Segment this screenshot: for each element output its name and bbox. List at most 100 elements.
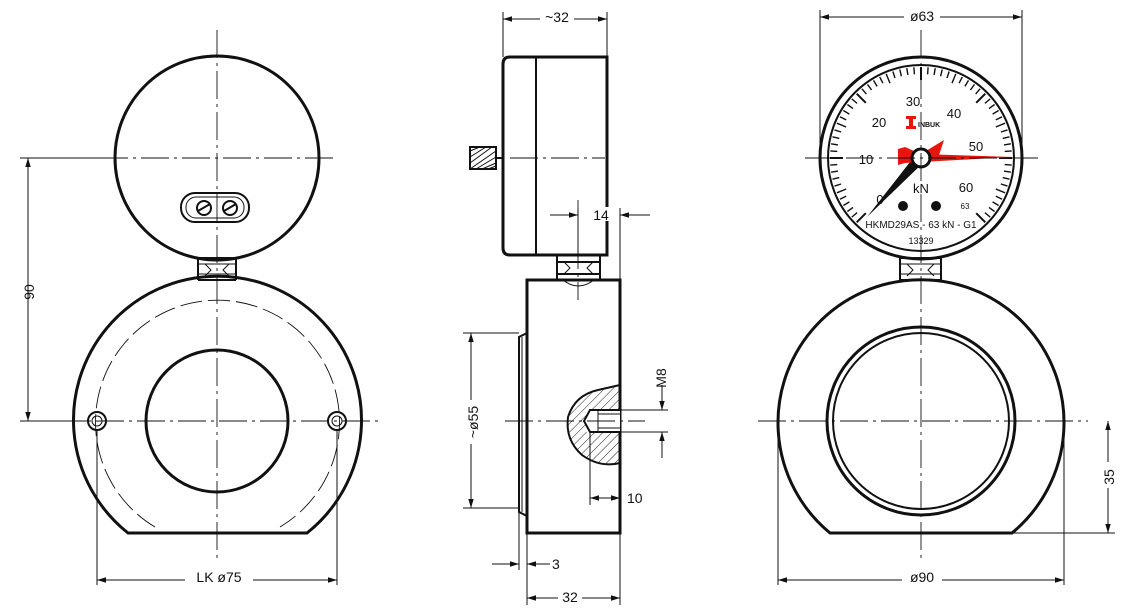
gauge-screw-right [931, 201, 941, 211]
gauge-black-needle [867, 153, 925, 217]
gauge-tick [843, 109, 850, 115]
gauge-tick [975, 212, 987, 224]
gauge-tick [1002, 176, 1010, 180]
gauge-tick [1004, 163, 1012, 166]
gauge-tick [906, 67, 909, 76]
gauge-label-50: 50 [969, 139, 983, 154]
gauge-tick [830, 163, 838, 166]
left-terminal-block [180, 192, 250, 223]
dim-boss-depth-label: 14 [593, 207, 609, 223]
gauge-tick [830, 150, 838, 153]
gauge-tick [951, 73, 957, 84]
gauge-tick [1003, 143, 1012, 146]
gauge-tick [964, 80, 970, 87]
gauge-tick [836, 188, 847, 194]
dim-recess-diameter-label: ~ø55 [465, 406, 481, 439]
gauge-tick [946, 71, 950, 79]
middle-view: ~32 14 ~ø55 M8 [463, 9, 669, 605]
gauge-tick [958, 76, 963, 84]
gauge-screw-left [898, 201, 908, 211]
gauge-tick [843, 201, 850, 207]
dim-center-height-label: 35 [1101, 469, 1117, 485]
dim-gauge-diameter: ø63 [819, 8, 1023, 158]
gauge-tick [839, 195, 847, 200]
gauge-tick [1002, 136, 1010, 140]
dim-bolt-circle: LK ø75 [96, 430, 338, 585]
gauge-tick [851, 212, 858, 218]
gauge-tick [939, 69, 943, 77]
gauge-label-10: 10 [859, 152, 873, 167]
gauge-tick [1000, 129, 1008, 133]
gauge-tick [992, 201, 999, 207]
right-centerlines [758, 30, 1088, 560]
gauge-tick [969, 83, 976, 91]
dim-height: 90 [20, 157, 115, 422]
dim-body-diameter-label: ø90 [910, 569, 934, 585]
gauge-model: HKMD29AS - 63 kN - G1 [865, 220, 977, 231]
gauge-scale-ticks [830, 67, 1012, 224]
dim-thread: M8 [620, 368, 669, 458]
gauge-tick [830, 143, 839, 146]
gauge-tick [834, 129, 842, 133]
gauge-tick [1000, 183, 1008, 187]
gauge-tick [988, 103, 996, 110]
gauge-label-20: 20 [872, 115, 886, 130]
dim-thread-depth: 10 [589, 432, 643, 506]
gauge-tick [885, 73, 891, 84]
left-hex-connector [197, 257, 237, 281]
gauge-tick [846, 206, 854, 213]
dim-thread-depth-label: 10 [627, 490, 643, 506]
dim-gauge-diameter-label: ø63 [910, 8, 934, 24]
dim-top-width-label: ~32 [545, 9, 569, 25]
gauge-tick [892, 71, 896, 79]
gauge-tick [830, 170, 839, 173]
dim-body-width-label: 32 [562, 589, 578, 605]
dim-top-width: ~32 [502, 9, 608, 57]
gauge-tick [836, 122, 847, 128]
gauge-tick [984, 98, 991, 104]
dim-lip-label: 3 [552, 556, 560, 572]
gauge-tick [975, 88, 981, 95]
gauge-scale-labels: 0 10 20 30 40 50 60 [859, 94, 983, 207]
gauge-tick [851, 98, 858, 104]
gauge-tick [872, 80, 878, 87]
dim-thread-label: M8 [653, 368, 669, 388]
middle-side-nipple [469, 146, 503, 170]
left-body-outline [72, 274, 363, 535]
gauge-tick [995, 195, 1003, 200]
gauge-tick [866, 83, 873, 91]
dim-lip: 3 [492, 512, 560, 605]
right-hex-connector [899, 257, 942, 281]
middle-thread-section [566, 384, 621, 466]
gauge-label-30: 30 [906, 94, 920, 109]
gauge-label-60: 60 [959, 180, 973, 195]
dim-bolt-circle-label: LK ø75 [196, 569, 241, 585]
gauge-tick [913, 67, 916, 75]
gauge-tick [1003, 170, 1012, 173]
dim-body-width: 32 [527, 533, 621, 605]
gauge-tick [984, 212, 991, 218]
gauge-tick [839, 116, 847, 121]
dim-boss-depth: 14 [550, 207, 650, 280]
gauge-tick [988, 206, 996, 213]
right-body-outline [776, 278, 1066, 535]
gauge-label-0: 0 [876, 192, 883, 207]
dim-body-diameter: ø90 [777, 421, 1065, 585]
gauge-label-40: 40 [947, 106, 961, 121]
gauge-logo: INBUK [906, 116, 940, 129]
dim-recess-diameter: ~ø55 [463, 332, 519, 509]
gauge-tick [992, 109, 999, 115]
gauge-tick [879, 76, 884, 84]
left-view: 90 LK ø75 [20, 30, 380, 585]
gauge-tick [926, 67, 929, 75]
gauge-tick [995, 116, 1003, 121]
gauge-tick [933, 67, 936, 76]
gauge-tick [995, 188, 1006, 194]
gauge-class-label: 63 [961, 202, 970, 211]
middle-gauge-housing [501, 55, 609, 257]
gauge-tick [832, 136, 840, 140]
gauge-tick [846, 103, 854, 110]
dim-center-height: 35 [1012, 421, 1117, 534]
right-view: 0 10 20 30 40 50 60 INBUK kN 63 HKMD29AS… [758, 8, 1117, 585]
